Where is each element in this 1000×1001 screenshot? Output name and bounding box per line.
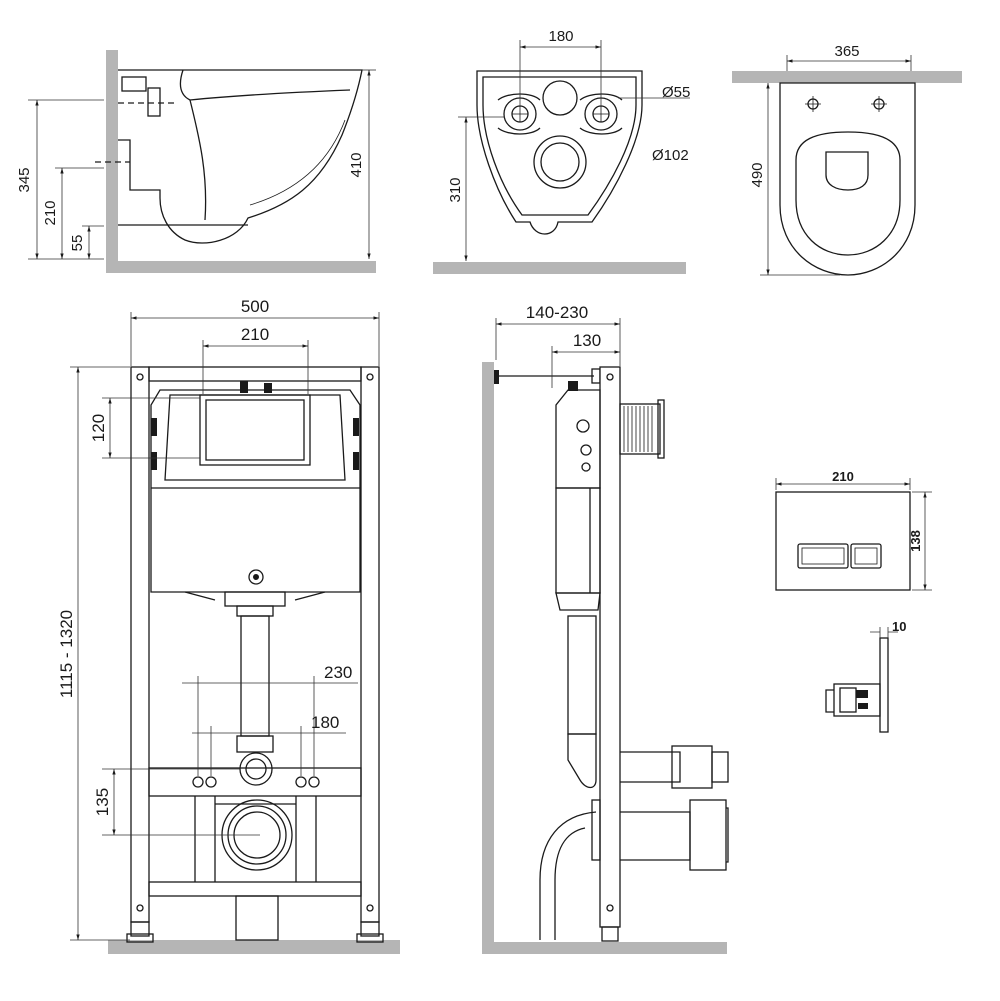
dim-210-frame: 210: [241, 325, 269, 344]
frame-side-view: 140-230 130: [482, 303, 729, 954]
dim-345: 345: [16, 167, 33, 192]
dim-d102: Ø102: [652, 147, 689, 164]
dim-490: 490: [749, 162, 766, 187]
dim-365: 365: [834, 43, 859, 60]
dim-310: 310: [447, 177, 464, 202]
dim-135: 135: [93, 788, 112, 816]
dim-210-plate: 210: [832, 469, 854, 484]
dim-d55: Ø55: [662, 84, 690, 101]
toilet-top-view: 365 490: [732, 43, 962, 276]
frame-front-view: 500 210 120 1115 - 1320 230 180 135: [57, 297, 400, 954]
dim-1115-1320: 1115 - 1320: [57, 610, 76, 698]
dim-500: 500: [241, 297, 269, 316]
dim-210-side: 210: [42, 200, 59, 225]
flush-plate: 210 138 10: [775, 469, 932, 733]
dim-140-230: 140-230: [526, 303, 588, 322]
dim-10: 10: [892, 619, 906, 634]
dim-410: 410: [348, 152, 365, 177]
dim-120: 120: [89, 414, 108, 442]
dim-230: 230: [324, 663, 352, 682]
toilet-rear-view: 180 Ø55 Ø102 310: [433, 28, 690, 274]
dim-138: 138: [908, 530, 923, 552]
dim-180-frame: 180: [311, 713, 339, 732]
toilet-side-view: 345 210 55 410: [16, 50, 376, 273]
dim-180-rear: 180: [548, 28, 573, 45]
dim-130: 130: [573, 331, 601, 350]
dim-55: 55: [69, 235, 86, 252]
